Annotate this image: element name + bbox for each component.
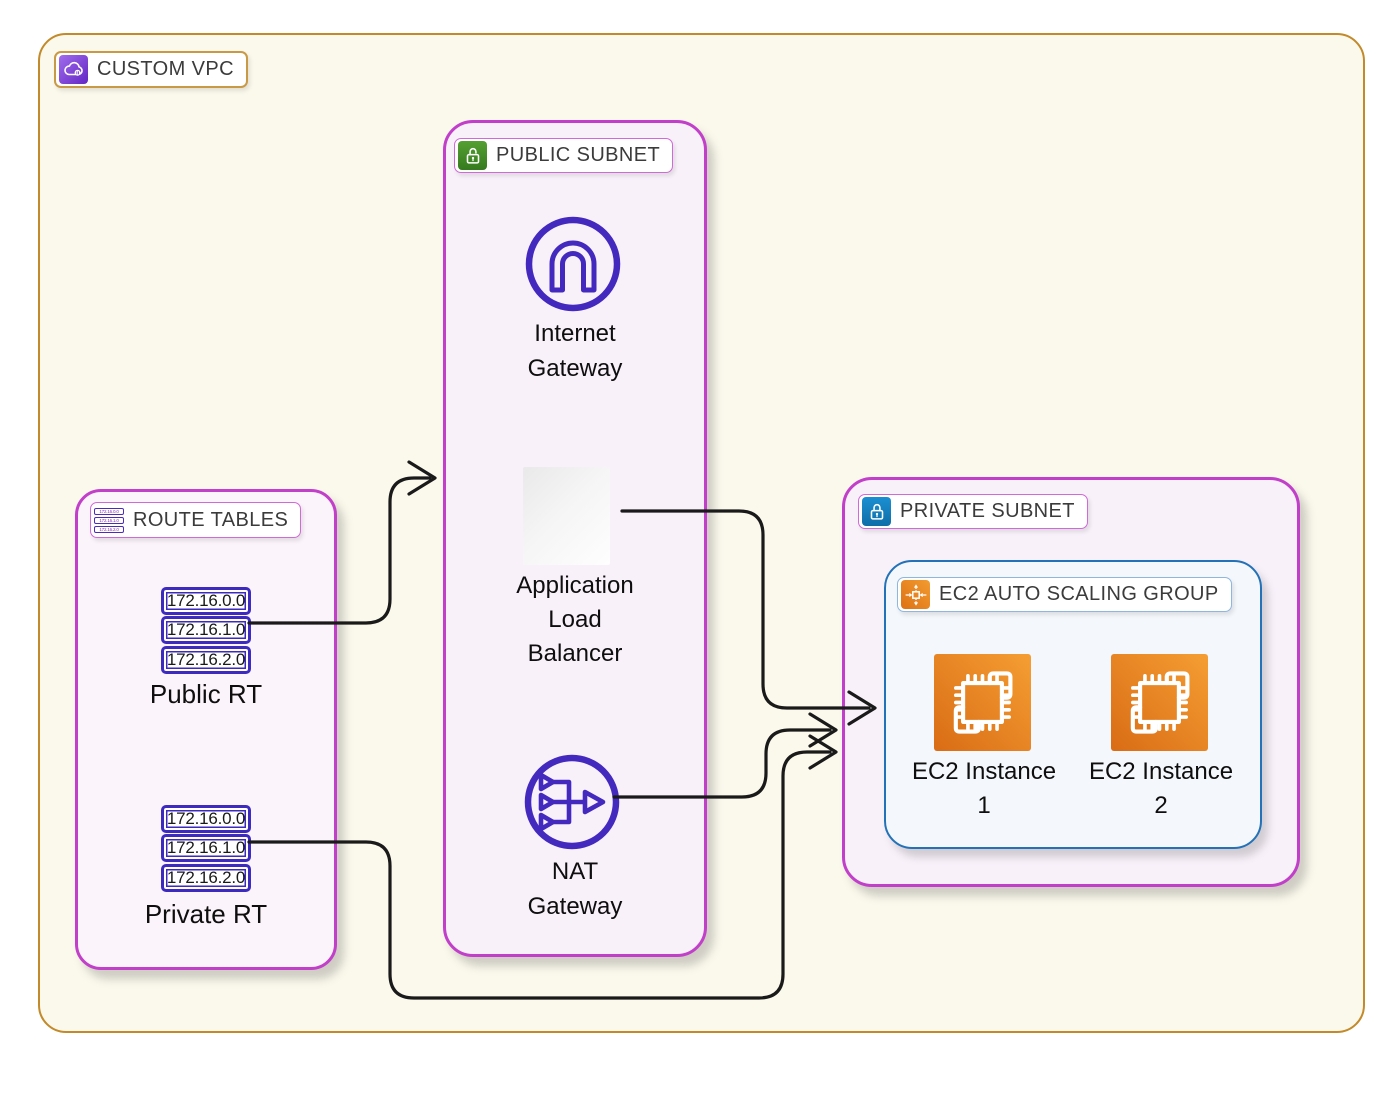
route-tables-label-text: ROUTE TABLES — [133, 508, 289, 531]
asg-label-text: EC2 AUTO SCALING GROUP — [939, 583, 1219, 605]
private-rt-label: Private RT — [144, 899, 268, 929]
ec2-instance-icon — [934, 654, 1031, 751]
private-route-entry: 172.16.0.0 — [161, 805, 251, 833]
vpc-label-text: CUSTOM VPC — [97, 58, 234, 80]
public-subnet-label: PUBLIC SUBNET — [454, 138, 674, 173]
auto-scaling-icon — [901, 580, 930, 609]
private-subnet-label: PRIVATE SUBNET — [858, 494, 1088, 529]
public-subnet-container: PUBLIC SUBNET Internet Gateway Applicati… — [443, 120, 707, 957]
asg-label: EC2 AUTO SCALING GROUP — [897, 577, 1232, 612]
nat-gateway-icon — [524, 754, 620, 850]
public-route-entry: 172.16.0.0 — [161, 587, 251, 615]
public-route-entry: 172.16.2.0 — [161, 646, 251, 674]
vpc-label: CUSTOM VPC — [54, 51, 248, 88]
private-subnet-label-text: PRIVATE SUBNET — [900, 500, 1075, 522]
internet-gateway-label: Internet Gateway — [527, 320, 623, 382]
route-table-icon: 172.16.0.0 172.16.1.0 172.16.2.0 — [94, 505, 124, 535]
cloud-lock-icon — [59, 55, 88, 84]
load-balancer-icon — [523, 467, 610, 565]
route-tables-label: 172.16.0.0 172.16.1.0 172.16.2.0 ROUTE T… — [90, 502, 302, 538]
unlocked-padlock-icon — [458, 141, 487, 170]
ec2-instance-label: EC2 Instance 1 — [911, 758, 1057, 819]
public-rt-label: Public RT — [149, 679, 263, 709]
ec2-instance-icon — [1111, 654, 1208, 751]
nat-gateway-label: NAT Gateway — [527, 858, 623, 920]
vpc-container: CUSTOM VPC 172.16.0.0 172.16.1.0 172.16.… — [38, 33, 1365, 1033]
locked-padlock-icon — [862, 497, 891, 526]
asg-container: EC2 AUTO SCALING GROUP — [884, 560, 1262, 849]
ec2-instance-label: EC2 Instance 2 — [1088, 758, 1234, 819]
public-subnet-label-text: PUBLIC SUBNET — [496, 144, 661, 166]
public-route-entry: 172.16.1.0 — [161, 616, 251, 644]
private-route-entry: 172.16.1.0 — [161, 834, 251, 862]
internet-gateway-icon — [525, 216, 621, 312]
private-subnet-container: PRIVATE SUBNET — [842, 477, 1300, 887]
route-tables-container: 172.16.0.0 172.16.1.0 172.16.2.0 ROUTE T… — [75, 489, 337, 970]
load-balancer-label: Application Load Balancer — [516, 572, 634, 667]
private-route-entry: 172.16.2.0 — [161, 864, 251, 892]
